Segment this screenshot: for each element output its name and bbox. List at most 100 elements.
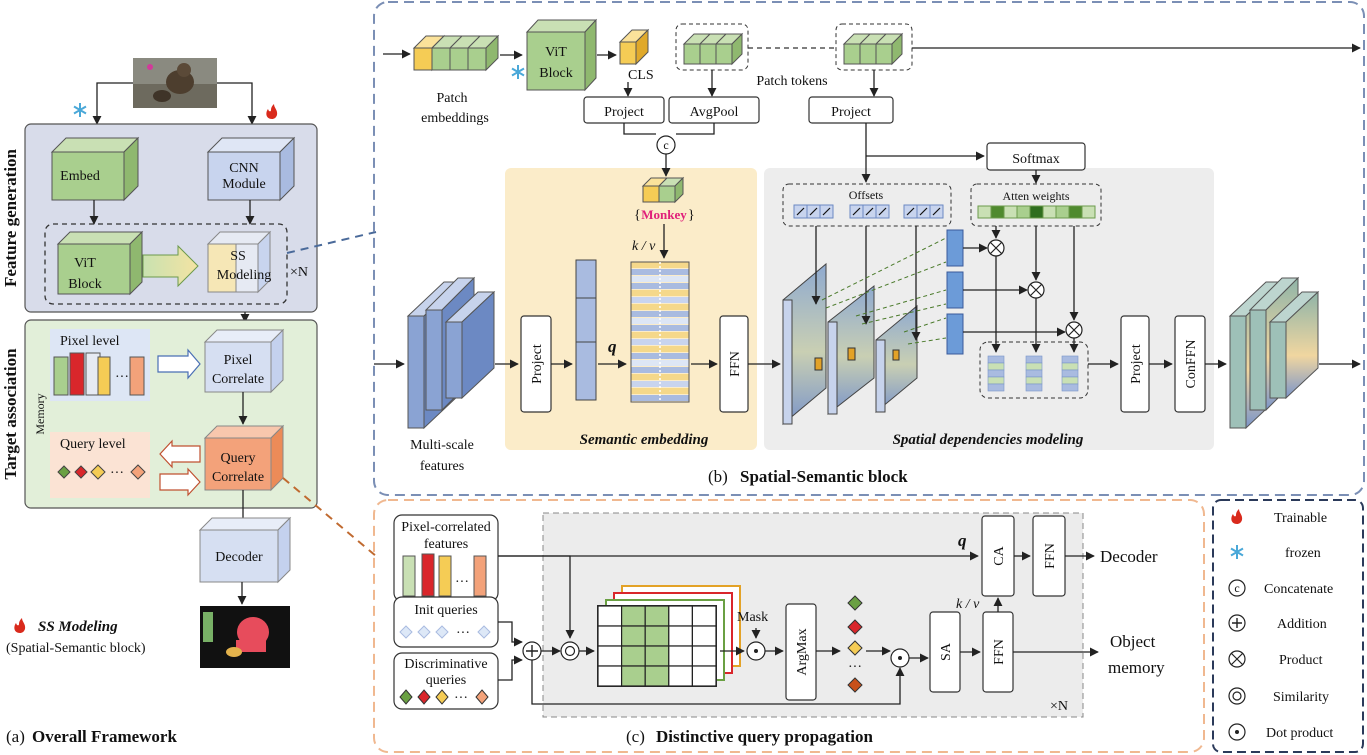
vit-label-2: Block xyxy=(68,277,101,292)
aggregated-stacks xyxy=(987,355,1079,392)
kv-row xyxy=(631,346,689,352)
grid-cell xyxy=(691,645,717,667)
atten-cell xyxy=(1003,205,1018,219)
kv-label-c: k / v xyxy=(956,597,980,612)
atten-cell xyxy=(1042,205,1057,219)
similarity-icon xyxy=(1228,687,1246,705)
concatenate-icon: c xyxy=(656,135,676,155)
discriminative-diamonds xyxy=(399,689,489,705)
caption-c-bold: Distinctive query propagation xyxy=(656,727,873,746)
patch-tokens xyxy=(682,32,744,66)
pixel-arrow xyxy=(157,348,201,380)
cnn-module-cube: CNN Module xyxy=(206,136,296,202)
pixel-level-label: Pixel level xyxy=(60,334,120,349)
legend-frozen: frozen xyxy=(1285,546,1321,561)
pixel-correlate-cube: Pixel Correlate xyxy=(203,328,285,394)
patch-embeddings-label-2: embeddings xyxy=(421,111,489,126)
agg-cell xyxy=(987,362,1005,371)
grid-cell xyxy=(620,625,646,647)
pixel-correlate-2: Correlate xyxy=(212,372,264,387)
agg-cell xyxy=(1025,383,1043,392)
dot-product-icon-2 xyxy=(890,648,910,668)
kv-label: k / v xyxy=(632,239,656,254)
offset-arrow xyxy=(865,207,874,216)
query-arrow-right xyxy=(159,467,201,497)
similarity-grid-stack xyxy=(597,585,741,687)
distinctive-query-propagation: ×N Pixel-correlated features ··· Init qu… xyxy=(373,499,1205,753)
cnn-label-2: Module xyxy=(222,177,266,192)
patch-embeddings xyxy=(412,34,500,72)
caption-a-bold: Overall Framework xyxy=(32,727,177,746)
agg-cell xyxy=(1061,362,1079,371)
feature-generation-label: Feature generation xyxy=(1,148,20,287)
atten-cell xyxy=(1068,205,1083,219)
legend-product: Product xyxy=(1279,653,1323,668)
query-correlate-1: Query xyxy=(221,451,256,466)
dot-product-icon xyxy=(746,641,766,661)
brace-left: { xyxy=(634,208,641,223)
addition-icon xyxy=(1228,614,1246,632)
agg-cell xyxy=(1061,376,1079,385)
decoder-label-c: Decoder xyxy=(1100,547,1158,566)
dqp-frame xyxy=(373,499,1205,753)
agg-cell xyxy=(1025,362,1043,371)
discriminative-label-2: queries xyxy=(426,673,466,688)
aggregated-group xyxy=(979,341,1089,399)
init-query-diamonds xyxy=(399,625,491,639)
cls-token xyxy=(618,28,650,66)
agg-cell xyxy=(1061,383,1079,392)
grid-cell xyxy=(644,665,670,687)
brace-right: } xyxy=(688,208,695,223)
agg-cell xyxy=(987,369,1005,378)
query-stack xyxy=(575,259,597,401)
vit-label-1: ViT xyxy=(74,256,96,271)
legend-frame xyxy=(1212,499,1364,753)
ss-modeling-title: SS Modeling xyxy=(38,619,118,635)
ffn-label-c-upper: FFN xyxy=(1043,543,1058,569)
patch-tokens-label: Patch tokens xyxy=(756,74,827,89)
spatial-dependencies-label: Spatial dependencies modeling xyxy=(893,432,1084,448)
sa-label: SA xyxy=(939,642,954,661)
link-to-b xyxy=(286,231,377,254)
project-label-patch: Project xyxy=(831,105,871,120)
dot-product-icon xyxy=(1228,723,1246,741)
grid-cell xyxy=(668,665,693,687)
flame-icon xyxy=(266,104,278,119)
atten-cell xyxy=(1081,205,1096,219)
sampling-links xyxy=(821,237,947,345)
query-correlate-2: Correlate xyxy=(212,470,264,485)
decoder-cube: Decoder xyxy=(198,516,292,584)
embed-cube: Embed xyxy=(50,136,140,202)
grid-cell xyxy=(597,645,623,667)
concatenate-icon: c xyxy=(1228,579,1246,597)
caption-a-prefix: (a) xyxy=(6,727,25,746)
query-arrow-left xyxy=(159,439,201,469)
target-association-label: Target association xyxy=(1,348,20,480)
object-memory-label-1: Object xyxy=(1110,632,1156,651)
ffn-label-b: FFN xyxy=(728,351,743,377)
pixel-correlate-1: Pixel xyxy=(224,353,253,368)
product-icon xyxy=(987,239,1083,339)
agg-cell xyxy=(987,376,1005,385)
agg-cell xyxy=(987,355,1005,364)
pixel-correlated-label-1: Pixel-correlated xyxy=(401,520,490,535)
legend-similarity: Similarity xyxy=(1273,690,1329,705)
init-ellipsis: ··· xyxy=(456,626,470,641)
atten-cell xyxy=(1029,205,1044,219)
mask-label: Mask xyxy=(737,610,768,625)
kv-row xyxy=(631,318,689,324)
project-vertical-label: Project xyxy=(530,344,545,384)
offset-arrow xyxy=(932,207,941,216)
multiscale-features xyxy=(406,276,496,430)
offset-arrow xyxy=(796,207,805,216)
flame-icon-legend-a xyxy=(14,618,26,633)
atten-cell xyxy=(1055,205,1070,219)
snowflake-icon xyxy=(73,103,87,117)
agg-cell xyxy=(987,383,1005,392)
agg-cell xyxy=(1061,369,1079,378)
agg-cell xyxy=(1025,376,1043,385)
grid-cell xyxy=(597,665,623,687)
grid-cell xyxy=(668,625,693,647)
pixel-correlated-ellipsis: ··· xyxy=(455,575,469,590)
repeat-group xyxy=(44,223,288,305)
